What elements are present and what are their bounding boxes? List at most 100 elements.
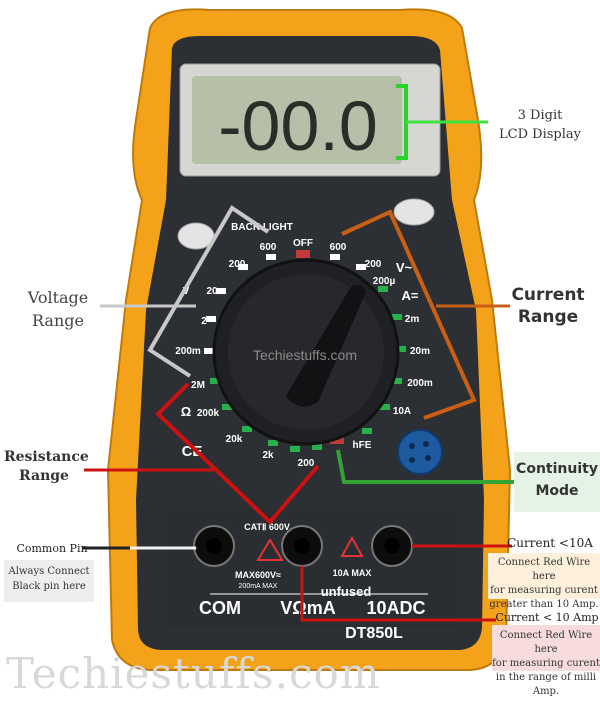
current-10amp-note-line1: Connect Red Wire here bbox=[499, 630, 593, 655]
label-unfused: unfused bbox=[321, 584, 372, 599]
continuity-box bbox=[514, 452, 600, 512]
lcd-screen bbox=[192, 76, 402, 164]
label-hfe: hFE bbox=[353, 440, 372, 451]
dial-pointer bbox=[286, 284, 366, 407]
current-annotation-line2: Range bbox=[517, 307, 579, 327]
jack-com-label: COM bbox=[199, 598, 241, 618]
voltage-bracket bbox=[147, 205, 270, 378]
label-ohm: Ω bbox=[181, 404, 191, 419]
tick-20 bbox=[216, 288, 226, 294]
current-10amp-note-line2: for measuring curent bbox=[492, 658, 600, 669]
dial-labels: OFF 600 600 200 200 V 20 2 200m 2M Ω 200… bbox=[175, 238, 433, 469]
label-2M: 2M bbox=[191, 380, 205, 391]
tick-20k bbox=[242, 426, 252, 432]
label-max-ma: 200mA MAX bbox=[239, 583, 278, 590]
current-10amp-note: Connect Red Wire here for measuring cure… bbox=[492, 629, 600, 699]
current-10amp-line bbox=[300, 566, 496, 622]
hfe-socket-hole bbox=[409, 457, 415, 463]
common-pin-label: Common Pin bbox=[16, 542, 88, 555]
current-10a-note-line3: greater than 10 Amp. bbox=[489, 599, 599, 610]
label-cat: CATⅡ 600V bbox=[244, 522, 290, 532]
voltage-annotation-line2: Range bbox=[32, 311, 84, 330]
tick-2 bbox=[206, 316, 216, 322]
current-annotation: Current Range bbox=[496, 284, 600, 328]
jack-vohm-hole bbox=[294, 538, 310, 554]
lcd-annotation-line1: 3 Digit bbox=[517, 108, 563, 123]
label-20k: 20k bbox=[226, 434, 243, 445]
tick-200k bbox=[222, 404, 232, 410]
warning-icon bbox=[340, 535, 364, 557]
label-20m: 20m bbox=[410, 346, 430, 357]
tick-off bbox=[296, 250, 310, 258]
dial-ticks bbox=[204, 250, 406, 452]
voltage-annotation: Voltage Range bbox=[12, 286, 104, 332]
tick-200-right bbox=[356, 264, 366, 270]
hfe-socket-hole bbox=[423, 441, 429, 447]
tick-hfe bbox=[362, 428, 372, 434]
continuity-pointer-line bbox=[336, 449, 516, 484]
common-note-line1: Always Connect bbox=[8, 566, 90, 577]
label-ce: CE bbox=[182, 443, 203, 460]
tick-200u bbox=[378, 286, 388, 292]
current-10amp-note-box bbox=[492, 625, 600, 671]
resistance-annotation: Resistance Range bbox=[4, 448, 89, 486]
label-600-right: 600 bbox=[330, 242, 347, 253]
tick-2k bbox=[268, 440, 278, 446]
current-10amp-note-line3: in the range of milli Amp. bbox=[495, 672, 597, 697]
label-max-10a: 10A MAX bbox=[333, 568, 372, 578]
current-10a-label: Current <10A bbox=[507, 536, 593, 550]
label-200u: 200µ bbox=[373, 276, 396, 287]
current-10amp-label: Current < 10 Amp bbox=[495, 611, 599, 624]
model-label: DT850L bbox=[345, 625, 403, 642]
lcd-reading: -00.0 bbox=[218, 87, 378, 165]
voltage-annotation-line1: Voltage bbox=[27, 288, 89, 307]
tick-600-left bbox=[266, 254, 276, 260]
tick-200m-left bbox=[204, 348, 214, 354]
jack-com-hole bbox=[206, 538, 222, 554]
label-off: OFF bbox=[293, 238, 313, 249]
label-200: 200 bbox=[298, 458, 315, 469]
continuity-annotation: Continuity Mode bbox=[514, 458, 600, 502]
label-200m-right: 200m bbox=[407, 378, 433, 389]
tick-2M bbox=[210, 378, 220, 384]
current-bracket bbox=[341, 209, 477, 420]
current-10a-note: Connect Red Wire here for measuring cure… bbox=[488, 556, 600, 612]
current-10a-note-line2: for measuring curent bbox=[490, 585, 598, 596]
label-200-left: 200 bbox=[229, 259, 246, 270]
current-annotation-line1: Current bbox=[511, 285, 585, 305]
label-200k: 200k bbox=[197, 408, 220, 419]
label-10A: 10A bbox=[393, 406, 411, 417]
tick-200 bbox=[312, 444, 322, 450]
hfe-socket-hole bbox=[425, 455, 431, 461]
dial-watermark: Techiestuffs.com bbox=[253, 347, 357, 363]
common-note: Always Connect Black pin here bbox=[4, 564, 94, 594]
hfe-socket[interactable] bbox=[397, 429, 443, 475]
tick-200m-right bbox=[392, 378, 402, 384]
label-600-left: 600 bbox=[260, 242, 277, 253]
continuity-annotation-line2: Mode bbox=[535, 483, 579, 499]
jack-10a-hole bbox=[384, 538, 400, 554]
warning-icon bbox=[256, 538, 284, 561]
tick-2m bbox=[392, 314, 402, 320]
tick-600-right bbox=[330, 254, 340, 260]
tick-20m bbox=[396, 346, 406, 352]
current-10a-note-box bbox=[488, 553, 600, 599]
common-note-box bbox=[4, 560, 94, 602]
label-200-right: 200 bbox=[365, 259, 382, 270]
label-v-dc: V bbox=[183, 286, 190, 297]
watermark: Techiestuffs.com bbox=[6, 649, 381, 698]
common-note-line2: Black pin here bbox=[12, 581, 86, 592]
resistance-annotation-line2: Range bbox=[19, 468, 69, 484]
label-2m: 2m bbox=[405, 314, 420, 325]
current-10a-note-line1: Connect Red Wire here bbox=[497, 557, 591, 582]
tick-10A bbox=[380, 404, 390, 410]
hold-button[interactable] bbox=[393, 198, 435, 226]
label-v-ac: V~ bbox=[396, 260, 413, 275]
tick-diode bbox=[290, 446, 300, 452]
lcd-annotation: 3 Digit LCD Display bbox=[480, 106, 600, 144]
label-20: 20 bbox=[206, 286, 218, 297]
lcd-annotation-line2: LCD Display bbox=[499, 127, 581, 142]
tick-200-left bbox=[238, 264, 248, 270]
